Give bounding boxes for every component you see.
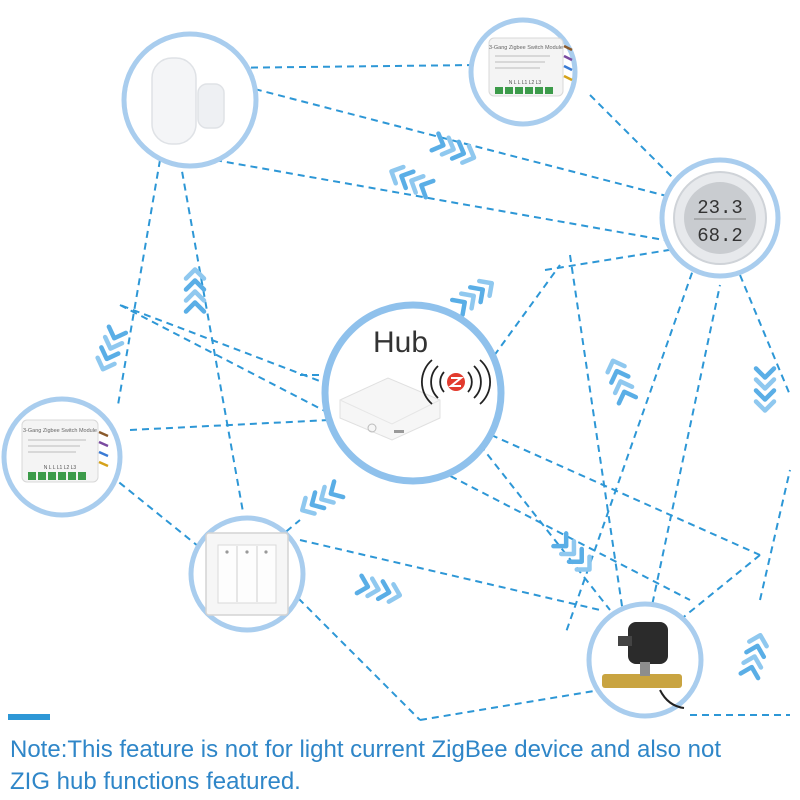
mesh-link <box>179 159 244 513</box>
mesh-link <box>214 64 479 69</box>
mesh-link <box>679 554 761 621</box>
mesh-link <box>117 159 161 406</box>
zigbee-logo-icon <box>447 373 465 391</box>
humidity-readout: 68.2 <box>697 225 743 247</box>
chevron-arrow-icon <box>449 278 495 317</box>
note-line-2: ZIG hub functions featured. <box>10 768 301 795</box>
door-window-sensor-icon <box>151 57 225 145</box>
relay-module-icon: 3-Gang Zigbee Switch Module N L L L1 L2 … <box>488 37 573 97</box>
mesh-link <box>479 264 561 376</box>
module-label: 3-Gang Zigbee Switch Module <box>489 45 563 51</box>
chevron-arrow-icon <box>738 632 769 681</box>
mesh-link <box>109 474 241 581</box>
chevron-arrow-icon <box>551 531 592 572</box>
device-switch-module-left: 3-Gang Zigbee Switch Module N L L L1 L2 … <box>1 396 123 518</box>
chevron-arrow-icon <box>389 164 436 200</box>
chevron-arrow-icon <box>183 267 207 314</box>
chevron-arrow-icon <box>95 324 129 372</box>
mesh-link <box>544 244 701 271</box>
mesh-link <box>569 254 631 661</box>
water-valve-controller-icon <box>602 622 685 709</box>
mesh-link <box>479 429 761 556</box>
chevron-arrow-icon <box>605 358 639 406</box>
hub-node: Hub <box>321 301 505 485</box>
mesh-link <box>119 304 331 386</box>
hub-label: Hub <box>373 326 428 359</box>
mesh-link <box>419 689 601 721</box>
mesh-link <box>739 274 791 396</box>
device-switch-module-top: 3-Gang Zigbee Switch Module N L L L1 L2 … <box>468 17 578 127</box>
mesh-link <box>759 469 791 601</box>
three-gang-wall-switch-icon <box>205 532 289 616</box>
module-terminals: N L L L1 L2 L3 <box>509 80 542 86</box>
mesh-link <box>219 79 683 201</box>
device-door-sensor <box>121 31 259 169</box>
wireless-signal-icon <box>420 359 492 405</box>
mesh-link <box>479 444 611 611</box>
chevron-arrow-icon <box>429 131 477 165</box>
module-terminals: N L L L1 L2 L3 <box>44 465 77 471</box>
device-wall-switch <box>188 515 306 633</box>
device-water-valve <box>586 601 704 719</box>
temperature-humidity-sensor-icon: 23.3 68.2 <box>673 171 767 265</box>
module-label: 3-Gang Zigbee Switch Module <box>23 428 97 434</box>
zigbee-hub-icon <box>339 377 441 441</box>
mesh-link <box>589 94 681 186</box>
temperature-readout: 23.3 <box>697 197 743 219</box>
device-thermo-hygrometer: 23.3 68.2 <box>659 157 781 279</box>
chevron-arrow-icon <box>299 479 346 516</box>
relay-module-icon: 3-Gang Zigbee Switch Module N L L L1 L2 … <box>21 419 109 483</box>
note-line-1: Note:This feature is not for light curre… <box>10 736 722 763</box>
note-accent-bar <box>8 714 50 720</box>
chevron-arrow-icon <box>354 573 403 604</box>
chevron-arrow-icon <box>753 366 777 413</box>
mesh-link <box>299 539 601 611</box>
mesh-link <box>214 159 693 246</box>
mesh-link <box>289 589 421 721</box>
mesh-link <box>649 284 721 616</box>
signal-arrows <box>95 131 777 681</box>
mesh-link <box>129 419 331 431</box>
note-text: Note:This feature is not for light curre… <box>10 734 790 798</box>
